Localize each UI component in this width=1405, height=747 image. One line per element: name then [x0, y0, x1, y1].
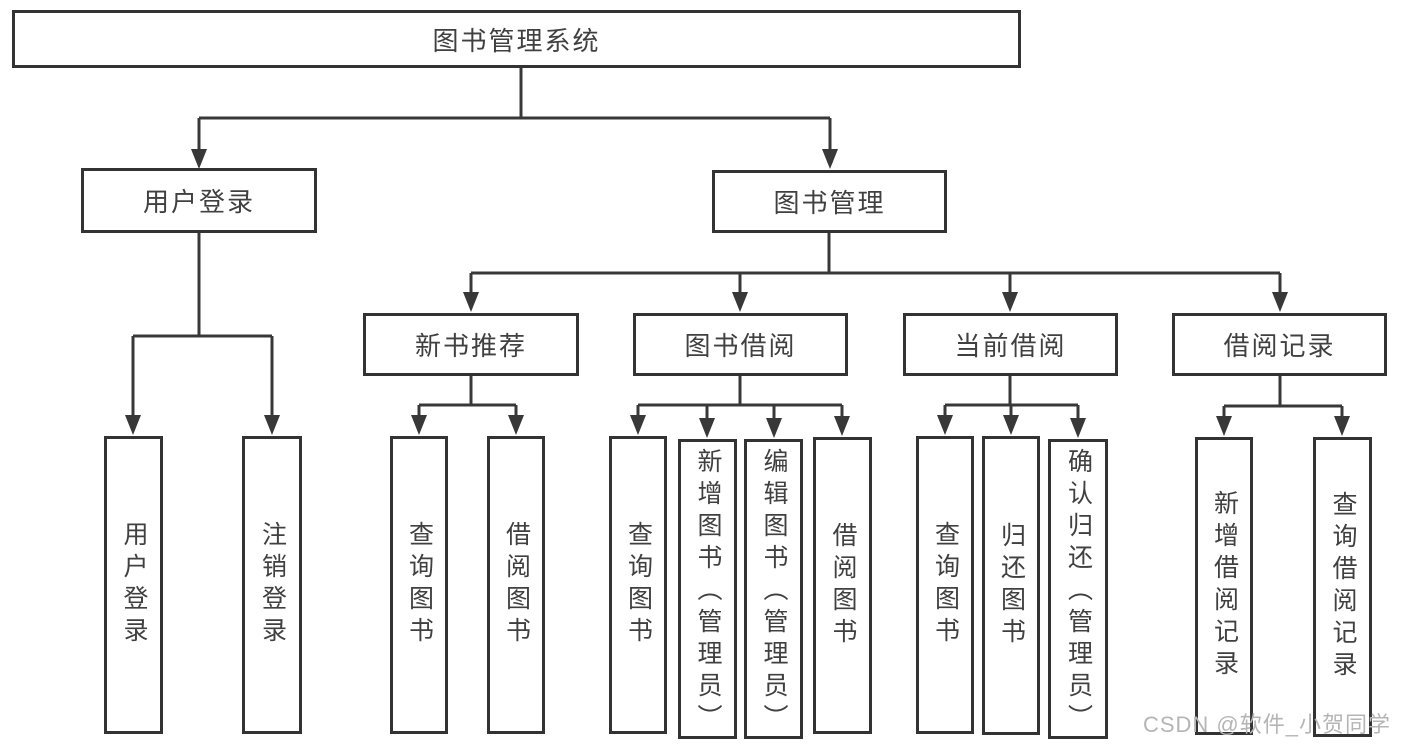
node-book-management: 图书管理 [712, 170, 947, 233]
leaf-cb-return-books: 归还图书 [982, 436, 1040, 735]
leaf-cb-confirm-return-admin: 确认归还（管理员） [1048, 439, 1108, 739]
node-root-system: 图书管理系统 [12, 10, 1021, 68]
leaf-bb-query-books: 查询图书 [609, 436, 667, 734]
node-new-book-recommend: 新书推荐 [363, 313, 579, 376]
node-borrow-records: 借阅记录 [1172, 313, 1387, 376]
csdn-watermark: CSDN @软件_小贺同学 [1142, 712, 1391, 737]
leaf-bb-add-books-admin: 新增图书（管理员） [678, 439, 737, 739]
leaf-br-add-record: 新增借阅记录 [1195, 437, 1253, 735]
node-current-borrow: 当前借阅 [903, 313, 1118, 376]
leaf-user-login: 用户登录 [104, 436, 163, 734]
node-user-login: 用户登录 [81, 168, 317, 233]
leaf-br-query-record: 查询借阅记录 [1313, 437, 1372, 737]
node-book-borrow: 图书借阅 [633, 313, 848, 376]
leaf-bb-borrow-books: 借阅图书 [813, 437, 872, 734]
leaf-bb-edit-books-admin: 编辑图书（管理员） [744, 439, 803, 739]
leaf-logout: 注销登录 [242, 436, 302, 734]
leaf-cb-query-books: 查询图书 [916, 436, 974, 734]
leaf-nb-borrow-books: 借阅图书 [487, 436, 545, 734]
leaf-nb-query-books: 查询图书 [390, 436, 448, 734]
